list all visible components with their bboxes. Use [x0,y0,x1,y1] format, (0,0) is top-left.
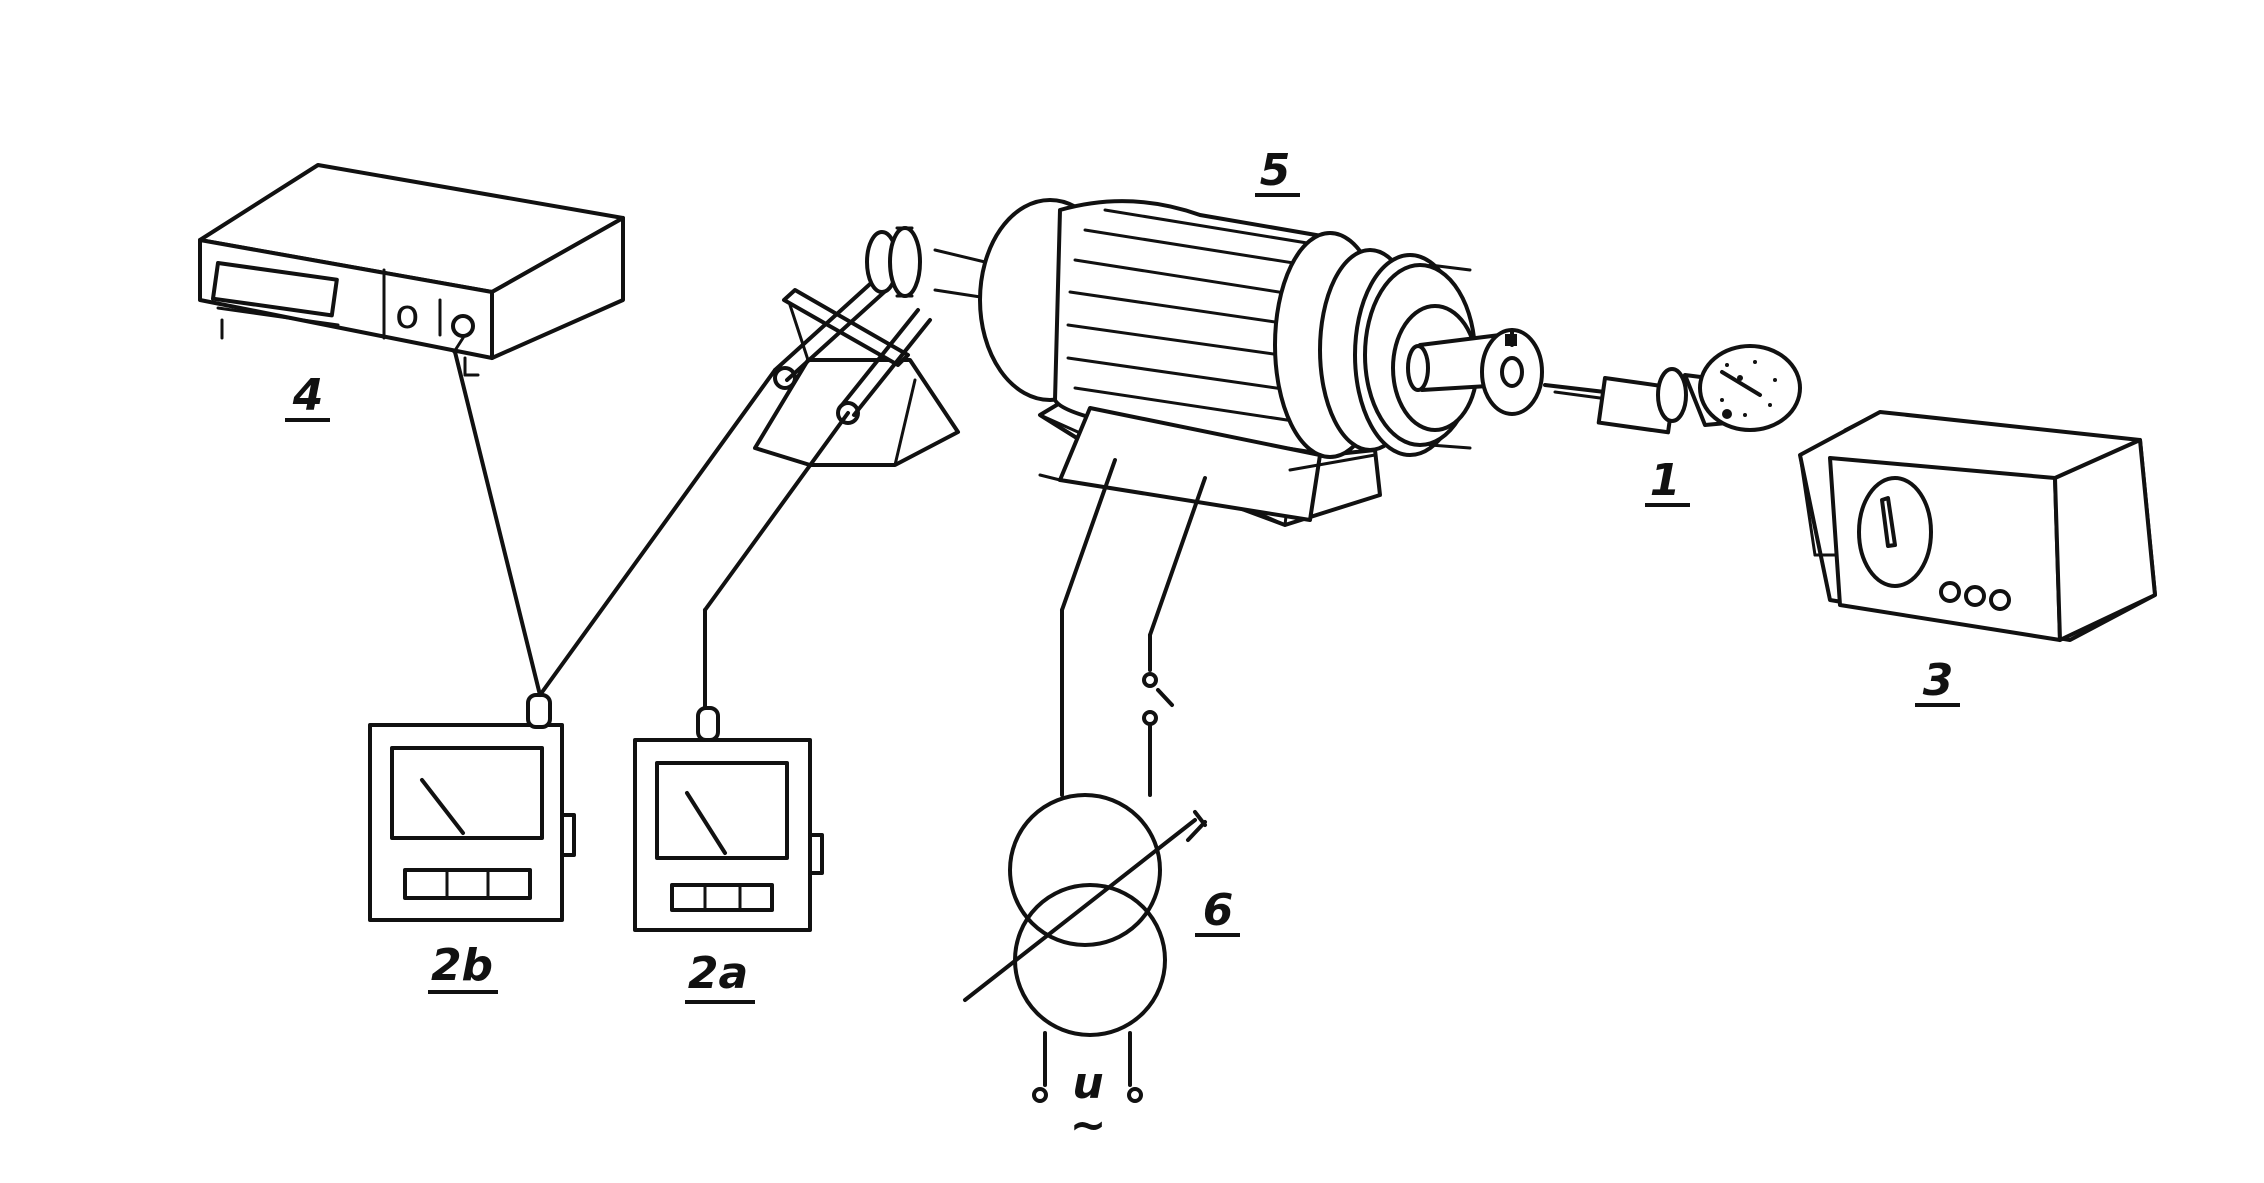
variable-transformer [963,793,1207,1037]
label-supply: u ~ [1070,1058,1107,1151]
brake-rollers [753,226,960,467]
label-6: 6 [1195,885,1240,937]
svg-text:2b: 2b [431,940,493,991]
svg-text:~: ~ [1070,1100,1107,1151]
instrument-2b [368,693,576,922]
svg-text:5: 5 [1260,145,1291,196]
svg-text:3: 3 [1923,655,1954,706]
label-2a: 2a [685,948,755,1004]
label-4: 4 [285,370,330,422]
label-1: 1 [1645,455,1690,507]
svg-text:2a: 2a [688,948,748,999]
dial-indicator [1543,344,1802,435]
label-3: 3 [1915,655,1960,707]
recorder-device: o [198,163,625,377]
label-2b: 2b [428,940,498,994]
svg-text:1: 1 [1650,455,1681,506]
control-unit [1798,410,2157,642]
electric-motor [933,198,1544,527]
instrument-2a [633,706,824,932]
wiring [453,350,1207,1103]
label-5: 5 [1255,145,1300,197]
svg-text:4: 4 [292,370,324,421]
svg-text:u: u [1072,1058,1103,1109]
svg-text:o: o [395,292,419,338]
svg-text:6: 6 [1203,885,1234,936]
